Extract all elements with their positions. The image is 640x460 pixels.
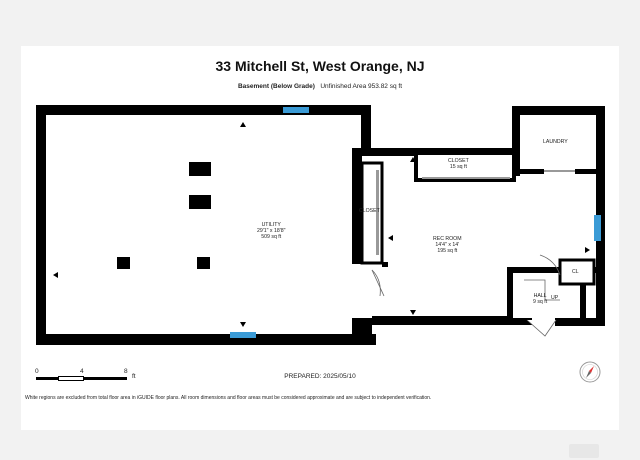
closet-top-walls bbox=[414, 151, 516, 182]
bottom-strip bbox=[0, 430, 640, 460]
prepared-date: PREPARED: 2025/05/10 bbox=[284, 373, 356, 380]
hall-area: 9 sq ft bbox=[533, 299, 548, 305]
room-hall: HALL 9 sq ft bbox=[533, 293, 547, 305]
columns bbox=[117, 162, 211, 269]
rec-room-name: REC ROOM bbox=[433, 236, 462, 242]
scale-unit: ft bbox=[132, 373, 136, 380]
door-swings bbox=[371, 254, 561, 297]
closet-top-area: 15 sq ft bbox=[449, 164, 467, 170]
scale-four: 4 bbox=[80, 368, 84, 375]
compass-icon bbox=[579, 361, 601, 383]
hall-name: HALL bbox=[533, 293, 547, 299]
scale-eight: 8 bbox=[124, 368, 128, 375]
utility-dims: 29'1" x 18'8" bbox=[257, 228, 286, 234]
closet-side-name: CLOSET bbox=[359, 208, 380, 214]
utility-area: 509 sq ft bbox=[261, 234, 282, 240]
window-bottom bbox=[230, 332, 256, 338]
hall-area bbox=[513, 258, 596, 337]
cl-name: CL bbox=[572, 269, 579, 275]
closet-top-name: CLOSET bbox=[448, 158, 469, 164]
room-cl: CL bbox=[572, 269, 579, 275]
window-right bbox=[594, 215, 601, 241]
address-title: 33 Mitchell St, West Orange, NJ bbox=[215, 58, 425, 74]
rec-room-area: 195 sq ft bbox=[437, 248, 458, 254]
room-laundry: LAUNDRY bbox=[543, 139, 568, 145]
rec-room-dims: 14'4" x 14' bbox=[435, 242, 460, 248]
utility-name: UTILITY bbox=[261, 222, 281, 228]
laundry-walls bbox=[518, 115, 597, 174]
scale-seg-1 bbox=[36, 377, 58, 380]
level-area: Unfinished Area 953.82 sq ft bbox=[320, 83, 403, 90]
scale-bar: 0 4 8 ft bbox=[34, 368, 144, 388]
room-utility: UTILITY 29'1" x 18'8" 509 sq ft bbox=[257, 222, 285, 240]
closet-side-walls bbox=[360, 161, 384, 265]
scale-seg-3 bbox=[83, 377, 127, 380]
up-label: UP bbox=[551, 295, 559, 301]
room-closet-top: CLOSET 15 sq ft bbox=[448, 158, 469, 170]
level-name: Basement (Below Grade) bbox=[237, 83, 315, 90]
room-closet-side: CLOSET bbox=[359, 208, 380, 214]
disclaimer-text: White regions are excluded from total fl… bbox=[25, 395, 432, 401]
laundry-name: LAUNDRY bbox=[543, 139, 568, 145]
room-rec-room: REC ROOM 14'4" x 14' 195 sq ft bbox=[433, 236, 462, 254]
utility-walls bbox=[36, 105, 376, 345]
corner-badge bbox=[569, 444, 599, 458]
scale-zero: 0 bbox=[35, 368, 39, 375]
window-top bbox=[283, 107, 309, 113]
level-subtitle: Basement (Below Grade) Unfinished Area 9… bbox=[21, 83, 619, 90]
stairs-up-label: UP bbox=[551, 295, 558, 301]
dimension-markers bbox=[53, 122, 590, 327]
